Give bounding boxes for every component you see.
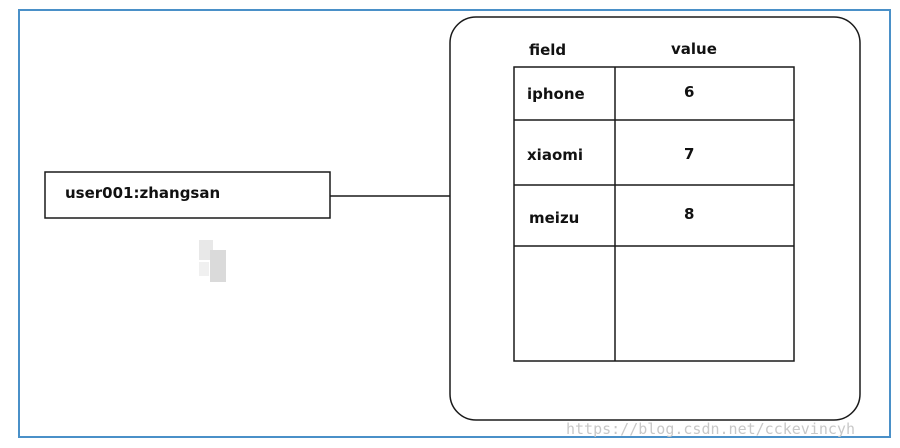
hash-table: iphone 6 xiaomi 7 meizu 8	[513, 66, 795, 362]
row-value: 7	[684, 145, 694, 163]
blur-artifact	[199, 240, 226, 282]
header-value: value	[671, 40, 717, 58]
table-border	[513, 66, 795, 362]
key-label: user001:zhangsan	[65, 184, 220, 202]
watermark: https://blog.csdn.net/cckevincyh	[566, 420, 855, 438]
header-field: field	[529, 41, 566, 59]
row-field: iphone	[527, 85, 585, 103]
row-field: meizu	[529, 209, 579, 227]
row-value: 8	[684, 205, 694, 223]
row-value: 6	[684, 83, 694, 101]
hash-container	[449, 16, 861, 421]
key-box	[44, 171, 331, 219]
row-field: xiaomi	[527, 146, 583, 164]
